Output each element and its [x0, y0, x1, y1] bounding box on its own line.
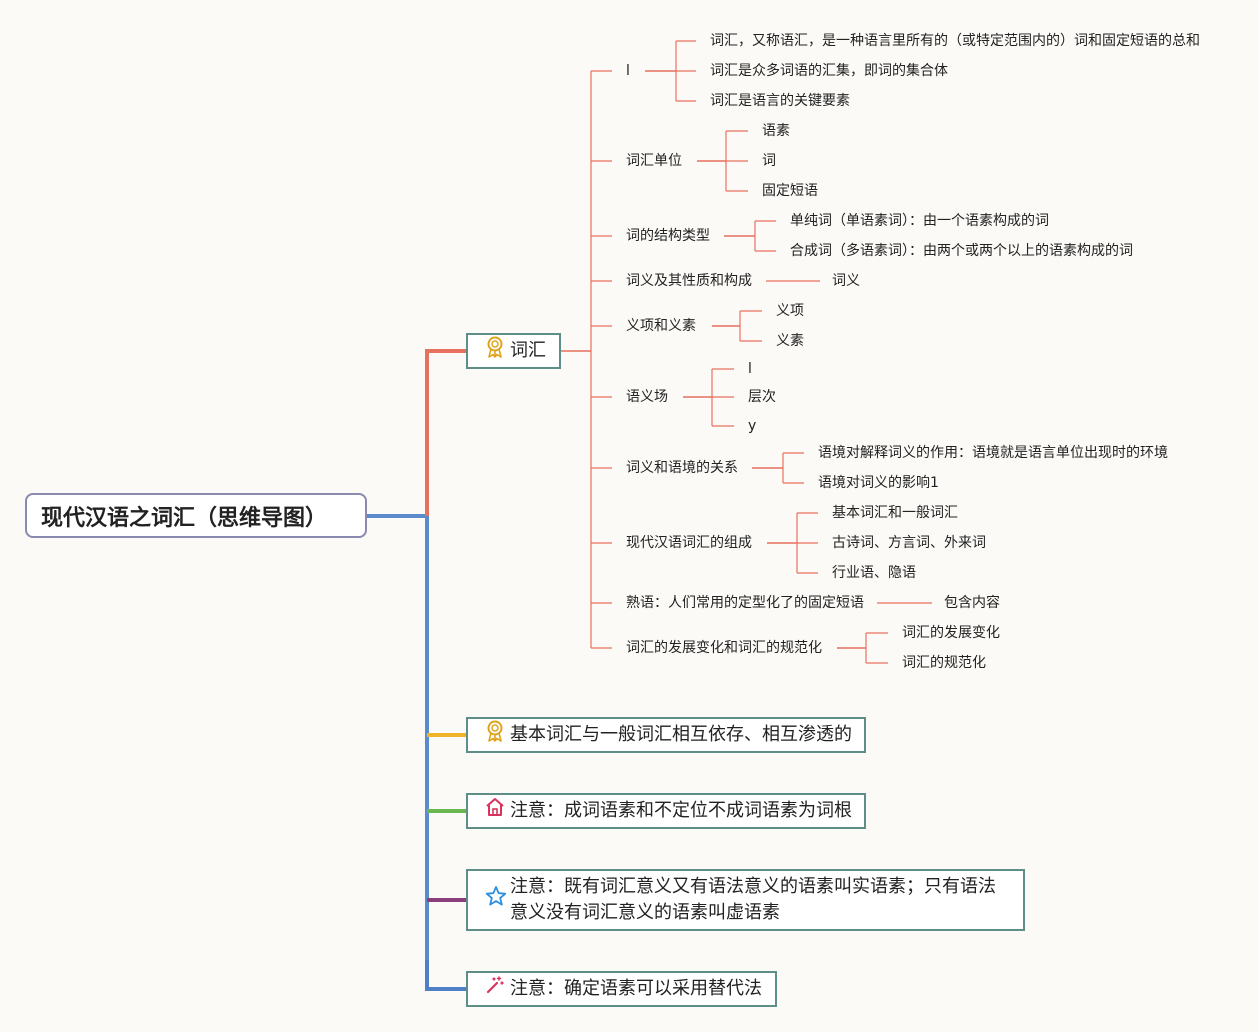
star-icon: [485, 885, 507, 915]
leaf-9-1[interactable]: 词汇的规范化: [902, 655, 986, 671]
leaf-7-2[interactable]: 行业语、隐语: [832, 565, 916, 581]
leaf-6-1[interactable]: 语境对词义的影响1: [818, 475, 939, 491]
leaf-0-1[interactable]: 词汇是众多词语的汇集，即词的集合体: [710, 63, 948, 79]
subtopic-3[interactable]: 词义及其性质和构成: [626, 273, 752, 289]
leaf-1-1[interactable]: 词: [762, 153, 776, 169]
leaf-0-0[interactable]: 词汇，又称语汇，是一种语言里所有的（或特定范围内的）词和固定短语的总和: [710, 33, 1200, 49]
home-icon: [485, 797, 505, 825]
award-ribbon-icon: [485, 720, 505, 750]
topic-note2[interactable]: 注意：既有词汇意义又有语法意义的语素叫实语素；只有语法意义没有词汇意义的语素叫虚…: [466, 869, 1025, 931]
leaf-5-0[interactable]: l: [748, 361, 752, 377]
leaf-5-1[interactable]: 层次: [748, 389, 776, 405]
subtopic-6[interactable]: 词义和语境的关系: [626, 460, 738, 476]
leaf-3-0[interactable]: 词义: [832, 273, 860, 289]
leaf-4-1[interactable]: 义素: [776, 333, 804, 349]
subtopic-9[interactable]: 词汇的发展变化和词汇的规范化: [626, 640, 822, 656]
magic-wand-icon: [485, 975, 505, 1003]
topic-note1-label: 注意：成词语素和不定位不成词语素为词根: [510, 800, 852, 821]
leaf-7-1[interactable]: 古诗词、方言词、外来词: [832, 535, 986, 551]
subtopic-2[interactable]: 词的结构类型: [626, 228, 710, 244]
topic-note1[interactable]: 注意：成词语素和不定位不成词语素为词根: [466, 793, 866, 829]
root-topic[interactable]: 现代汉语之词汇（思维导图）: [25, 493, 367, 538]
topic-note3[interactable]: 注意：确定语素可以采用替代法: [466, 971, 777, 1007]
topic-basic-label: 基本词汇与一般词汇相互依存、相互渗透的: [510, 724, 852, 745]
leaf-5-2[interactable]: y: [748, 418, 757, 434]
subtopic-0[interactable]: l: [626, 63, 630, 79]
subtopic-4[interactable]: 义项和义素: [626, 318, 696, 334]
leaf-2-0[interactable]: 单纯词（单语素词）：由一个语素构成的词: [790, 213, 1049, 229]
leaf-4-0[interactable]: 义项: [776, 303, 804, 319]
subtopic-8[interactable]: 熟语：人们常用的定型化了的固定短语: [626, 595, 864, 611]
subtopic-5[interactable]: 语义场: [626, 389, 668, 405]
topic-note2-label: 注意：既有词汇意义又有语法意义的语素叫实语素；只有语法意义没有词汇意义的语素叫虚…: [510, 876, 996, 923]
topic-vocab[interactable]: 词汇: [466, 333, 561, 369]
leaf-1-2[interactable]: 固定短语: [762, 183, 818, 199]
root-title: 现代汉语之词汇（思维导图）: [41, 505, 328, 531]
topic-vocab-label: 词汇: [510, 340, 546, 361]
topic-note3-label: 注意：确定语素可以采用替代法: [510, 978, 762, 999]
vocab-branch-connector: [425, 349, 466, 516]
leaf-7-0[interactable]: 基本词汇和一般词汇: [832, 505, 958, 521]
subtopic-1[interactable]: 词汇单位: [626, 153, 682, 169]
leaf-9-0[interactable]: 词汇的发展变化: [902, 625, 1000, 641]
leaf-1-0[interactable]: 语素: [762, 123, 790, 139]
topic-basic[interactable]: 基本词汇与一般词汇相互依存、相互渗透的: [466, 717, 866, 753]
leaf-8-0[interactable]: 包含内容: [944, 595, 1000, 611]
leaf-2-1[interactable]: 合成词（多语素词）：由两个或两个以上的语素构成的词: [790, 243, 1133, 259]
subtopic-7[interactable]: 现代汉语词汇的组成: [626, 535, 752, 551]
leaf-6-0[interactable]: 语境对解释词义的作用：语境就是语言单位出现时的环境: [818, 445, 1168, 461]
note3-branch-connector: [425, 960, 466, 991]
leaf-0-2[interactable]: 词汇是语言的关键要素: [710, 93, 850, 109]
award-ribbon-icon: [485, 336, 505, 366]
